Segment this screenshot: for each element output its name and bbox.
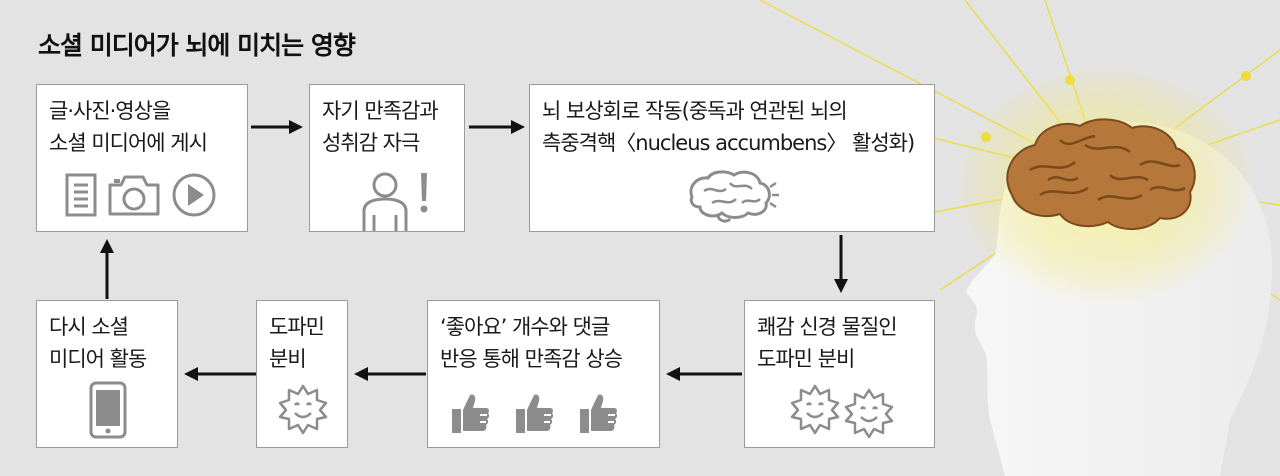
step-likes-line-2: 반응 통해 만족감 상승 <box>440 347 623 371</box>
step-likes-text: ‘좋아요’ 개수와 댓글 반응 통해 만족감 상승 <box>440 311 623 375</box>
person-icon <box>362 172 408 231</box>
step-pleasure-text: 쾌감 신경 물질인 도파민 분비 <box>757 311 898 375</box>
step-reward-text: 뇌 보상회로 작동(중독과 연관된 뇌의 측중격핵〈nucleus accumb… <box>542 95 915 159</box>
happy-sun-icon <box>844 388 894 439</box>
play-icon <box>172 173 216 217</box>
arrow-likes-to-dopamine <box>354 367 426 381</box>
step-dopamine-line-1: 도파민 <box>269 315 325 339</box>
step-post-line-2: 소셜 미디어에 게시 <box>49 131 208 155</box>
step-pleasure-box: 쾌감 신경 물질인 도파민 분비 <box>744 300 935 448</box>
step-reward-line-1: 뇌 보상회로 작동(중독과 연관된 뇌의 <box>542 99 848 123</box>
step-dopamine-text: 도파민 분비 <box>269 311 325 375</box>
step-repeat-line-1: 다시 소셜 <box>49 315 129 339</box>
step-post-box: 글·사진·영상을 소셜 미디어에 게시 <box>36 84 248 232</box>
step-dopamine-box: 도파민 분비 <box>256 300 348 448</box>
brain <box>1006 118 1196 230</box>
step-satisfaction-line-2: 성취감 자극 <box>322 131 420 155</box>
step-satisfaction-box: 자기 만족감과 성취감 자극 <box>309 84 465 232</box>
step-likes-box: ‘좋아요’ 개수와 댓글 반응 통해 만족감 상승 <box>427 300 660 448</box>
step-post-text: 글·사진·영상을 소셜 미디어에 게시 <box>49 95 208 159</box>
arrow-dopamine-to-repeat <box>184 367 256 381</box>
arrow-post-to-satisfaction <box>251 120 303 134</box>
happy-sun-icon <box>790 384 840 435</box>
arrow-reward-to-pleasure <box>834 235 848 293</box>
document-icon <box>65 173 97 217</box>
arrow-satisfaction-to-reward <box>469 120 525 134</box>
thumbs-up-icon <box>452 394 490 433</box>
page-title: 소셜 미디어가 뇌에 미치는 영향 <box>38 31 356 60</box>
step-dopamine-line-2: 분비 <box>269 347 307 371</box>
thumbs-up-icon <box>580 394 618 433</box>
step-repeat-text: 다시 소셜 미디어 활동 <box>49 311 147 375</box>
step-reward-box: 뇌 보상회로 작동(중독과 연관된 뇌의 측중격핵〈nucleus accumb… <box>529 84 935 232</box>
step-pleasure-line-1: 쾌감 신경 물질인 <box>757 315 898 339</box>
step-repeat-box: 다시 소셜 미디어 활동 <box>36 300 178 448</box>
exclamation-icon <box>420 173 428 213</box>
step-satisfaction-text: 자기 만족감과 성취감 자극 <box>322 95 439 159</box>
arrow-repeat-to-post <box>100 239 114 299</box>
step-satisfaction-line-1: 자기 만족감과 <box>322 99 439 123</box>
step-likes-line-1: ‘좋아요’ 개수와 댓글 <box>440 315 610 339</box>
step-repeat-line-2: 미디어 활동 <box>49 347 147 371</box>
camera-icon <box>108 175 160 216</box>
thumbs-up-icon <box>516 394 554 433</box>
step-reward-line-2: 측중격핵〈nucleus accumbens〉 활성화) <box>542 131 915 155</box>
brain-icon <box>689 170 779 223</box>
happy-sun-icon <box>278 384 328 435</box>
smartphone-icon <box>89 381 127 439</box>
arrow-pleasure-to-likes <box>666 367 742 381</box>
step-pleasure-line-2: 도파민 분비 <box>757 347 855 371</box>
step-post-line-1: 글·사진·영상을 <box>49 99 171 123</box>
